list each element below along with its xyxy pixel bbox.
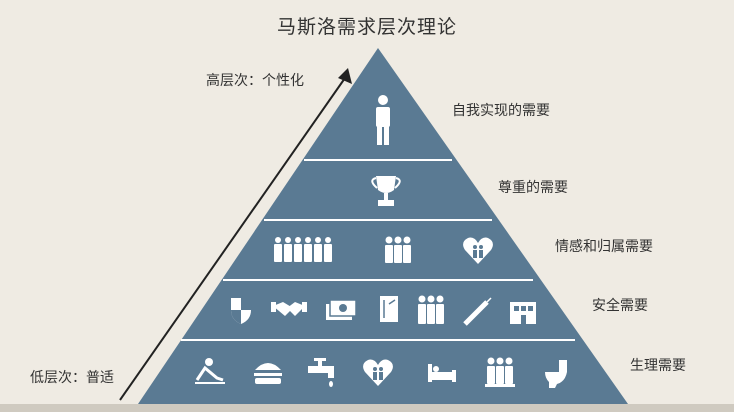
bed-icon: [428, 364, 456, 382]
low-level-label: 低层次：普适: [30, 370, 114, 386]
money-icon: [326, 299, 357, 320]
handshake-icon: [271, 302, 307, 316]
group-people-icon: [274, 237, 332, 262]
pyramid-shape: [138, 48, 628, 404]
level-arrow: [119, 68, 352, 401]
house-icon: [510, 302, 536, 324]
document-icon: [380, 296, 398, 322]
bottom-edge-bar: [0, 404, 734, 412]
level-dividers: [181, 159, 575, 341]
high-level-label: 高层次：个性化: [206, 73, 304, 89]
level-label-esteem: 尊重的需要: [498, 180, 568, 196]
heart-couple-icon: [463, 237, 493, 264]
faucet-icon: [308, 358, 334, 387]
level-label-belonging: 情感和归属需要: [555, 239, 653, 255]
syringe-icon: [463, 297, 492, 326]
level-label-safety: 安全需要: [592, 298, 648, 314]
toilet-group-icon: [485, 357, 515, 387]
heart-couple-icon: [363, 359, 393, 386]
toilet-icon: [545, 360, 567, 388]
person-icon: [376, 95, 390, 145]
shield-icon: [231, 298, 251, 324]
diagram-title: 马斯洛需求层次理论: [276, 16, 457, 38]
level-label-physiological: 生理需要: [630, 358, 686, 374]
trophy-icon: [371, 176, 401, 206]
sleeping-person-icon: [195, 358, 225, 384]
group-icon: [418, 295, 444, 324]
level-label-self-actualization: 自我实现的需要: [452, 103, 550, 119]
family-icon: [385, 236, 411, 263]
burger-icon: [254, 363, 282, 384]
